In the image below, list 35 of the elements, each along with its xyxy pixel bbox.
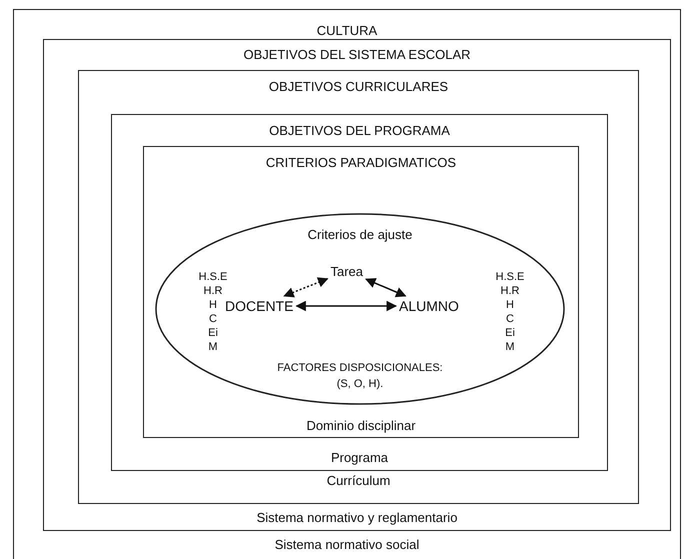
abbreviation-label: M [207, 341, 219, 353]
concept-label: DOCENTE [222, 296, 296, 316]
abbreviation-label: H [208, 299, 218, 311]
bottom-caption: Dominio disciplinar [305, 418, 417, 433]
concept-label: ALUMNO [396, 296, 462, 316]
ellipse-heading: Criterios de ajuste [306, 227, 414, 242]
double-arrow [365, 278, 406, 298]
factors-text: FACTORES DISPOSICIONALES: (S, O, H). [276, 361, 444, 392]
frame-box [78, 70, 639, 504]
frame-box [13, 9, 681, 559]
box-heading: CULTURA [316, 23, 378, 38]
box-heading: OBJETIVOS DEL PROGRAMA [268, 123, 451, 138]
abbreviation-label: H.R [500, 285, 520, 297]
box-heading: OBJETIVOS DEL SISTEMA ESCOLAR [242, 47, 472, 62]
abbreviation-label: M [504, 341, 516, 353]
abbreviation-label: H [505, 299, 515, 311]
box-heading: CRITERIOS PARADIGMATICOS [264, 155, 458, 170]
abbreviation-label: H.S.E [495, 271, 525, 283]
frame-box [111, 114, 608, 471]
double-arrow [283, 277, 328, 298]
abbreviation-label: H.R [202, 285, 224, 297]
bottom-caption: Sistema normativo social [274, 537, 420, 552]
bottom-caption: Currículum [326, 473, 392, 488]
abbreviation-label: Ei [207, 327, 219, 339]
frame-box [143, 146, 579, 438]
abbreviation-label: C [208, 313, 218, 325]
frame-box [43, 39, 671, 531]
double-arrow [295, 300, 398, 312]
box-heading: OBJETIVOS CURRICULARES [268, 79, 450, 94]
bottom-caption: Sistema normativo y reglamentario [256, 510, 458, 525]
abbreviation-label: H.S.E [198, 271, 228, 283]
concept-label: Tarea [328, 262, 366, 280]
bottom-caption: Programa [330, 450, 390, 465]
abbreviation-label: Ei [504, 327, 516, 339]
abbreviation-label: C [505, 313, 515, 325]
